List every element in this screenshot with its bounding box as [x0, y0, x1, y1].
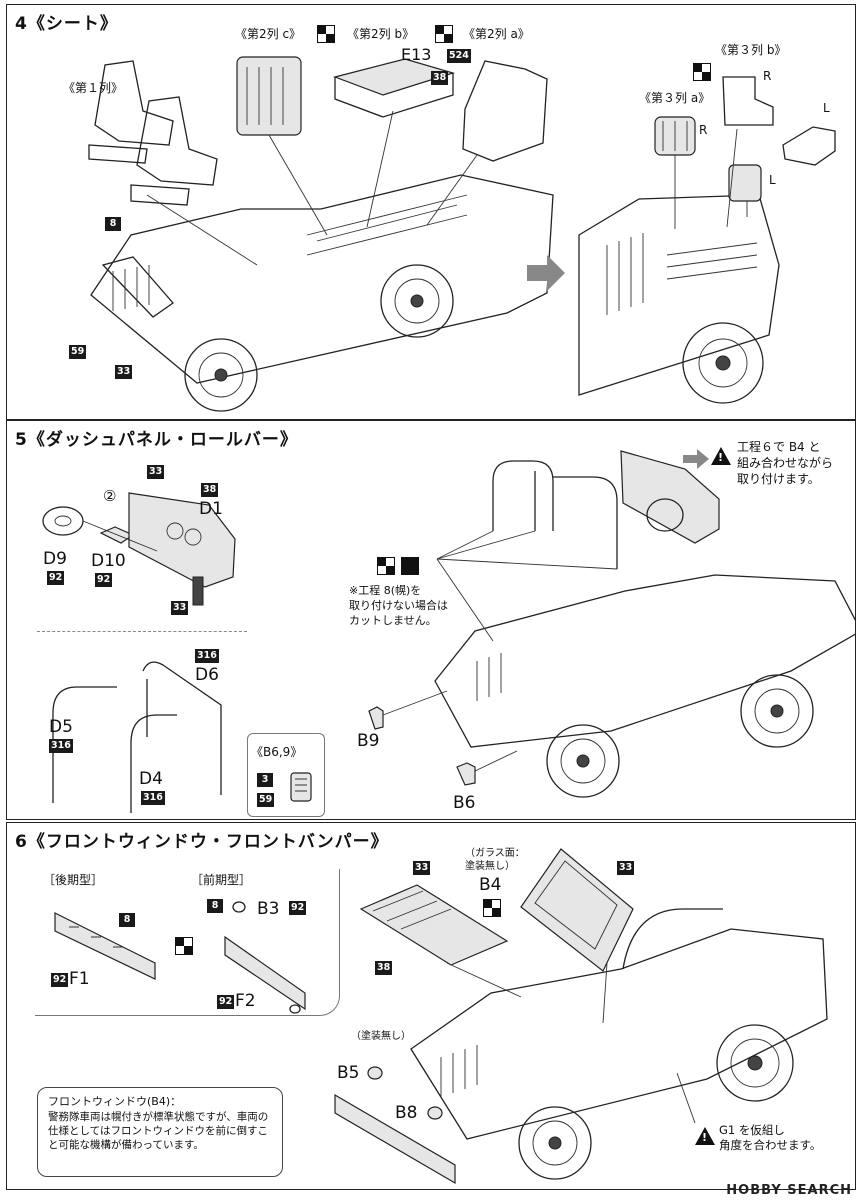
part-d1: D1	[199, 499, 223, 519]
part-e13: E13	[401, 45, 432, 64]
texture-mark-icon	[401, 557, 419, 575]
part-d10: D10	[91, 551, 126, 571]
paint-badge: 33	[171, 601, 189, 615]
note-g1: G1 を仮組し 角度を合わせます。	[719, 1123, 822, 1152]
paint-mark-icon	[377, 557, 395, 575]
divider	[37, 631, 247, 632]
step-4-drawing	[88, 56, 836, 412]
label-row1: 《第１列》	[63, 81, 124, 95]
paint-badge: 92	[51, 973, 69, 987]
part-b8: B8	[395, 1103, 418, 1123]
part-f1: F1	[69, 969, 90, 989]
note-cut: ※工程 8(幌)を 取り付けない場合は カットしません。	[349, 584, 448, 627]
paint-badge: 92	[289, 901, 307, 915]
label-l: L	[769, 173, 776, 187]
step-6-panel: 6《フロントウィンドウ・フロントバンパー》 ［後期型］ ［前期型］ 8 92 F…	[6, 822, 856, 1190]
step-4-title: 4《シート》	[15, 14, 118, 34]
paint-badge: 92	[47, 571, 65, 585]
paint-mark-icon	[175, 937, 193, 955]
label-row2a: 《第2列 a》	[463, 27, 530, 41]
step-4-panel: 4《シート》	[6, 4, 856, 420]
step-6-title: 6《フロントウィンドウ・フロントバンパー》	[15, 832, 389, 852]
paint-badge: 316	[141, 791, 165, 805]
paint-badge: 33	[413, 861, 431, 875]
label-r: R	[699, 123, 708, 137]
part-d4: D4	[139, 769, 163, 789]
paint-mark-icon	[693, 63, 711, 81]
paint-badge: 92	[217, 995, 235, 1009]
paint-badge: 316	[195, 649, 219, 663]
paint-badge: 92	[95, 573, 113, 587]
label-row2b: 《第2列 b》	[347, 27, 415, 41]
paint-mark-icon	[483, 899, 501, 917]
watermark: HOBBY SEARCH	[726, 1183, 852, 1198]
paint-badge: 38	[375, 961, 393, 975]
label-row2c: 《第2列 c》	[235, 27, 302, 41]
paint-mark-icon	[317, 25, 335, 43]
paint-badge: 38	[201, 483, 219, 497]
part-f2: F2	[235, 991, 256, 1011]
paint-badge: 316	[49, 739, 73, 753]
label-row3a: 《第３列 a》	[639, 91, 711, 105]
part-b6: B6	[453, 793, 476, 813]
part-b5: B5	[337, 1063, 360, 1083]
part-d6: D6	[195, 665, 219, 685]
step-6-drawing	[54, 848, 828, 1185]
note-nopaint: （塗装無し）	[351, 1031, 411, 1042]
warning-icon: !	[695, 1127, 715, 1145]
paint-badge: 33	[115, 365, 133, 379]
paint-badge: 59	[69, 345, 87, 359]
label-early: ［前期型］	[191, 873, 252, 887]
part-d9: D9	[43, 549, 67, 569]
paint-badge: 524	[447, 49, 471, 63]
label-late: ［後期型］	[43, 873, 104, 887]
step-5-drawing	[42, 449, 855, 813]
b69-box	[247, 733, 325, 817]
paint-badge: 8	[207, 899, 223, 913]
info-box: フロントウィンドウ(B4)： 警務隊車両は幌付きが標準状態ですが、車両の仕様とし…	[37, 1087, 283, 1177]
label-circle-2: ②	[103, 487, 117, 505]
paint-badge: 38	[431, 71, 449, 85]
paint-badge: 3	[257, 773, 273, 787]
part-b3: B3	[257, 899, 280, 919]
note-glass: （ガラス面： 塗装無し）	[465, 848, 525, 872]
info-body: 警務隊車両は幌付きが標準状態ですが、車両の仕様としてはフロントウィンドウを前に倒…	[48, 1111, 269, 1151]
step-5-title: 5《ダッシュパネル・ロールバー》	[15, 430, 298, 450]
label-row3b: 《第３列 b》	[715, 43, 787, 57]
warning-icon: !	[711, 447, 731, 465]
part-d5: D5	[49, 717, 73, 737]
paint-badge: 59	[257, 793, 275, 807]
part-b4: B4	[479, 875, 502, 895]
paint-badge: 33	[147, 465, 165, 479]
step-5-panel: 5《ダッシュパネル・ロールバー》	[6, 420, 856, 820]
info-title: フロントウィンドウ(B4)：	[48, 1095, 182, 1108]
paint-badge: 8	[105, 217, 121, 231]
part-b9: B9	[357, 731, 380, 751]
label-l: L	[823, 101, 830, 115]
note-warning: 工程６で B4 と 組み合わせながら 取り付けます。	[737, 440, 834, 486]
paint-mark-icon	[435, 25, 453, 43]
paint-badge: 33	[617, 861, 635, 875]
variant-panel	[35, 869, 340, 1016]
label-r: R	[763, 69, 772, 83]
paint-badge: 8	[119, 913, 135, 927]
label-b69: 《B6,9》	[251, 745, 303, 759]
